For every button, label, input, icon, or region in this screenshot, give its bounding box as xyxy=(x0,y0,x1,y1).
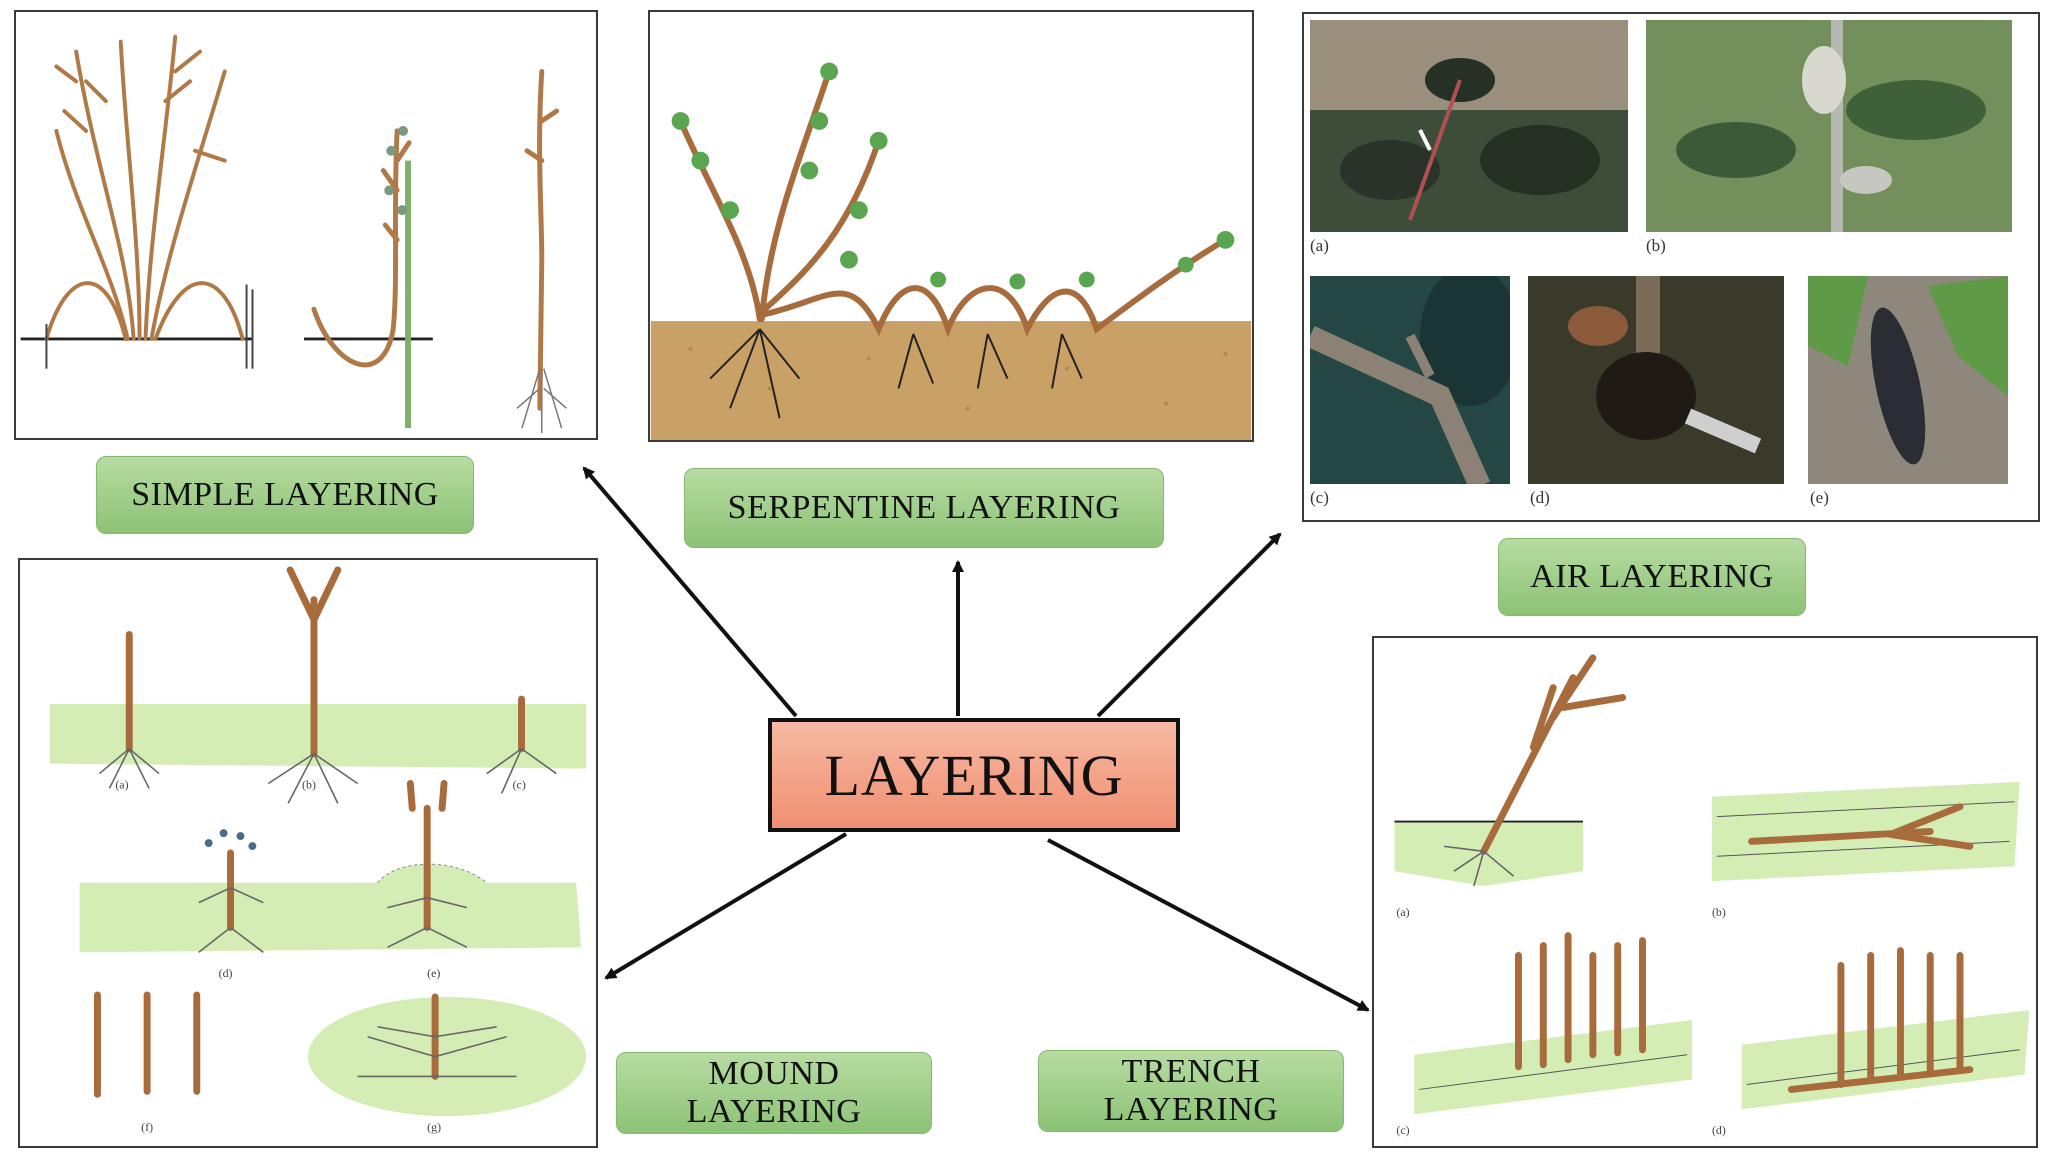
air-caption-d: (d) xyxy=(1530,488,1550,507)
air-photo-a xyxy=(1310,20,1628,232)
air-caption-c: (c) xyxy=(1310,488,1329,507)
serpentine-layering-illustration xyxy=(648,10,1254,442)
mound-label-line1: MOUND xyxy=(708,1054,840,1092)
trench-layering-illustration: (a) (b) (c) (d) xyxy=(1372,636,2038,1148)
air-photo-c xyxy=(1310,276,1510,484)
trench-caption-a: (a) xyxy=(1396,905,1409,919)
arrow-to-air xyxy=(1096,532,1282,718)
arrow-to-trench xyxy=(1047,838,1370,1012)
simple-layering-label: SIMPLE LAYERING xyxy=(96,456,474,534)
air-layering-photos: (a) (b) (c) (d) (e) xyxy=(1302,12,2040,522)
arrow-to-mound xyxy=(604,832,848,980)
serpentine-layering-label: SERPENTINE LAYERING xyxy=(684,468,1164,548)
mound-caption-d: (d) xyxy=(219,966,233,980)
mound-label-line2: LAYERING xyxy=(686,1093,862,1130)
trench-caption-c: (c) xyxy=(1396,1123,1409,1137)
mound-caption-e: (e) xyxy=(427,966,440,980)
layering-center-node: LAYERING xyxy=(768,718,1180,832)
trench-caption-b: (b) xyxy=(1712,905,1726,919)
air-caption-e: (e) xyxy=(1810,488,1829,507)
mound-caption-g: (g) xyxy=(427,1120,441,1134)
trench-caption-d: (d) xyxy=(1712,1123,1726,1137)
trench-label-line1: TRENCH xyxy=(1121,1052,1261,1090)
air-layering-label: AIR LAYERING xyxy=(1498,538,1806,616)
air-photo-b xyxy=(1646,20,2012,232)
air-photo-d xyxy=(1528,276,1784,484)
mound-caption-a: (a) xyxy=(115,777,128,791)
simple-layering-illustration xyxy=(14,10,598,440)
air-caption-a: (a) xyxy=(1310,236,1329,255)
air-caption-b: (b) xyxy=(1646,236,1666,255)
mound-caption-c: (c) xyxy=(513,777,526,791)
mound-caption-f: (f) xyxy=(141,1120,153,1134)
trench-label-line2: LAYERING xyxy=(1103,1091,1279,1128)
mound-caption-b: (b) xyxy=(302,777,316,791)
mound-layering-illustration: (a) (b) (c) (d) (e) (f) (g) xyxy=(18,558,598,1148)
air-photo-e xyxy=(1808,276,2008,484)
